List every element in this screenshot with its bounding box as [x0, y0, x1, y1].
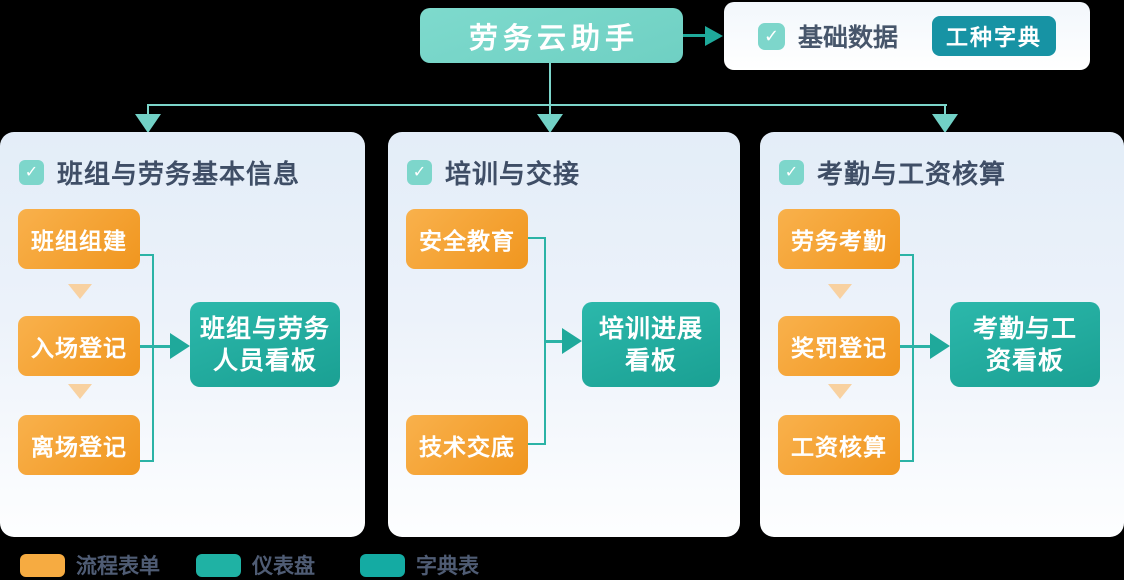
check-icon: ✓: [412, 164, 427, 181]
arrow-down-icon: [932, 114, 958, 133]
dashboard-label-line2: 资看板: [985, 346, 1064, 375]
dashboard-label-line1: 考勤与工: [972, 314, 1077, 343]
connector-to-dashboard: [544, 340, 564, 343]
connector-drop-left: [147, 104, 149, 116]
connector-vertical: [152, 254, 154, 462]
arrow-right-icon: [705, 26, 723, 46]
panel-title: 考勤与工资核算: [817, 158, 1007, 189]
step-exit-registration[interactable]: 离场登记: [18, 415, 140, 475]
legend-label: 字典表: [416, 555, 479, 578]
panel-title: 班组与劳务基本信息: [57, 158, 301, 189]
step-reward-penalty[interactable]: 奖罚登记: [778, 316, 900, 376]
legend-item-dashboard: 仪表盘: [196, 553, 315, 578]
connector-stub-bottom: [528, 443, 546, 445]
arrow-down-icon: [135, 114, 161, 133]
check-icon: ✓: [784, 164, 799, 181]
checkbox-icon[interactable]: ✓: [19, 159, 44, 185]
legend-swatch-dict-teal: [360, 553, 405, 577]
legend-item-process-form: 流程表单: [20, 553, 160, 578]
legend-swatch-orange: [20, 553, 65, 577]
dashboard-training-progress[interactable]: 培训进展 看板: [582, 302, 720, 387]
root-title: 劳务云助手: [468, 22, 639, 55]
connector-root-to-basic-data: [683, 34, 706, 37]
step-team-building[interactable]: 班组组建: [18, 209, 140, 269]
triangle-down-icon: [828, 384, 852, 399]
step-entry-registration[interactable]: 入场登记: [18, 316, 140, 376]
arrow-down-icon: [537, 114, 563, 133]
basic-data-card[interactable]: ✓ 基础数据 工种字典: [724, 2, 1090, 70]
legend-label: 流程表单: [76, 555, 160, 578]
step-labor-attendance[interactable]: 劳务考勤: [778, 209, 900, 269]
checkbox-icon[interactable]: ✓: [758, 22, 785, 50]
connector-stub-top: [900, 254, 914, 256]
legend-label: 仪表盘: [252, 555, 315, 578]
checkbox-icon[interactable]: ✓: [779, 159, 804, 185]
checkbox-icon[interactable]: ✓: [407, 159, 432, 185]
connector-branch-horizontal: [147, 104, 947, 106]
panel-header: ✓ 班组与劳务基本信息: [19, 157, 300, 189]
connector-root-stem: [549, 63, 551, 105]
check-icon: ✓: [763, 25, 780, 46]
triangle-down-icon: [828, 284, 852, 299]
arrow-right-icon: [930, 333, 950, 359]
dashboard-label-line2: 人员看板: [212, 346, 317, 375]
connector-stub-top: [140, 254, 154, 256]
panel-team-labor-info: ✓ 班组与劳务基本信息 班组组建 入场登记 离场登记 班组与劳务 人员看板: [0, 132, 365, 537]
legend-swatch-teal: [196, 553, 241, 577]
arrow-right-icon: [170, 333, 190, 359]
panel-title: 培训与交接: [445, 158, 581, 189]
arrow-right-icon: [562, 328, 582, 354]
dashboard-team-labor-personnel[interactable]: 班组与劳务 人员看板: [190, 302, 340, 387]
connector-drop-right: [944, 104, 946, 116]
check-icon: ✓: [24, 164, 39, 181]
connector-to-dashboard: [140, 345, 172, 348]
dashboard-label-line2: 看板: [624, 346, 677, 375]
job-type-dictionary-button[interactable]: 工种字典: [932, 16, 1056, 56]
dashboard-label-line1: 培训进展: [598, 314, 703, 343]
panel-training-handover: ✓ 培训与交接 安全教育 技术交底 培训进展 看板: [388, 132, 740, 537]
panel-header: ✓ 培训与交接: [407, 157, 580, 189]
connector-stub-bottom: [900, 460, 914, 462]
connector-to-dashboard: [900, 345, 932, 348]
connector-stub-top: [528, 237, 546, 239]
panel-header: ✓ 考勤与工资核算: [779, 157, 1006, 189]
connector-stub-bottom: [140, 460, 154, 462]
connector-vertical: [912, 254, 914, 462]
basic-data-label: 基础数据: [798, 24, 899, 52]
step-technical-disclosure[interactable]: 技术交底: [406, 415, 528, 475]
step-payroll-calculation[interactable]: 工资核算: [778, 415, 900, 475]
triangle-down-icon: [68, 384, 92, 399]
triangle-down-icon: [68, 284, 92, 299]
legend-item-dictionary: 字典表: [360, 553, 479, 578]
connector-drop-middle: [549, 104, 551, 116]
dashboard-attendance-payroll[interactable]: 考勤与工 资看板: [950, 302, 1100, 387]
panel-attendance-payroll: ✓ 考勤与工资核算 劳务考勤 奖罚登记 工资核算 考勤与工 资看板: [760, 132, 1124, 537]
step-safety-education[interactable]: 安全教育: [406, 209, 528, 269]
dashboard-label-line1: 班组与劳务: [199, 314, 330, 343]
root-node[interactable]: 劳务云助手: [420, 8, 683, 63]
